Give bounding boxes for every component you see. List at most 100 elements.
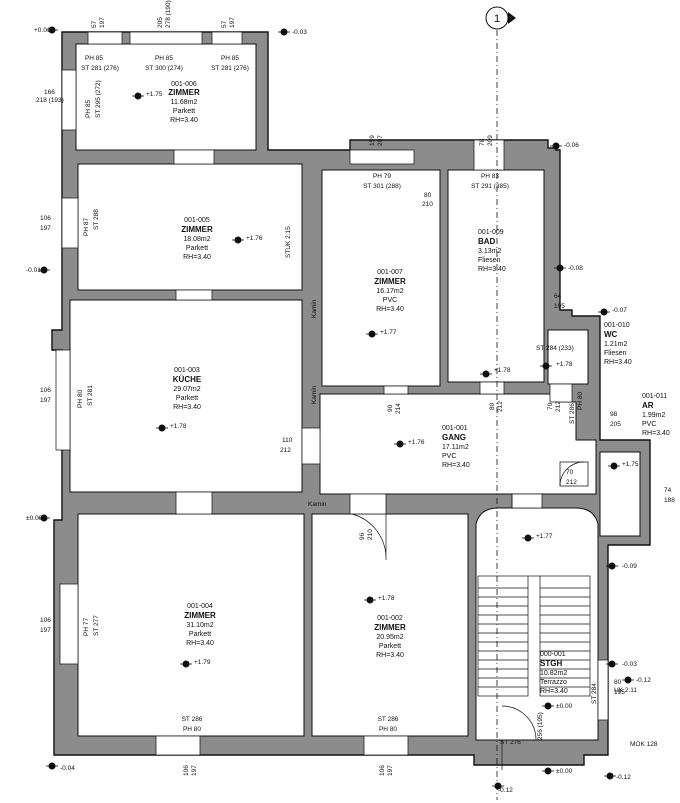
svg-text:106: 106: [379, 765, 386, 776]
svg-text:STUK 2.15: STUK 2.15: [285, 226, 292, 258]
svg-text:WC: WC: [604, 330, 618, 339]
svg-text:001-010: 001-010: [604, 322, 630, 329]
svg-text:166: 166: [44, 89, 55, 96]
svg-text:70: 70: [547, 402, 554, 410]
label-zimmer-007: 001-007 ZIMMER 16.17m2 PVC RH=3.40: [374, 269, 406, 313]
svg-text:RH=3.40: RH=3.40: [478, 266, 506, 273]
svg-text:70: 70: [566, 469, 574, 476]
room-labels: 001-006 ZIMMER 11.68m2 Parkett RH=3.40 0…: [168, 81, 670, 695]
svg-text:212: 212: [566, 479, 577, 486]
svg-text:Kamin: Kamin: [311, 299, 318, 318]
label-wc: 001-010 WC 1.21m2 Fliesen RH=3.40: [604, 322, 632, 366]
svg-text:+1.78: +1.78: [378, 595, 395, 602]
svg-text:UK 2.11: UK 2.11: [614, 687, 637, 694]
svg-text:106: 106: [183, 765, 190, 776]
svg-text:GANG: GANG: [442, 433, 466, 442]
svg-text:-0.09: -0.09: [622, 563, 637, 570]
dimension-labels: 57 197 205 278 (190) 57 197 166 218 (193…: [36, 0, 675, 776]
svg-text:ST 286: ST 286: [378, 716, 399, 723]
svg-text:90: 90: [387, 404, 394, 412]
svg-text:PVC: PVC: [383, 297, 397, 304]
svg-text:001-007: 001-007: [377, 269, 403, 276]
windows: [55, 31, 609, 756]
level-marker-icon: [598, 308, 610, 316]
svg-text:RH=3.40: RH=3.40: [540, 688, 568, 695]
room-bad: [447, 169, 545, 383]
svg-text:197: 197: [191, 765, 198, 776]
svg-text:98: 98: [610, 411, 618, 418]
svg-text:ST 281: ST 281: [87, 385, 94, 406]
label-gang: 001-001 GANG 17.11m2 PVC RH=3.40: [442, 425, 470, 469]
svg-text:11.68m2: 11.68m2: [171, 99, 198, 106]
level-marker-icon: [364, 596, 376, 604]
window-labels: PH 85 ST 281 (276) PH 85 ST 300 (274) PH…: [77, 55, 598, 746]
room-ar: [599, 451, 641, 537]
svg-text:Parkett: Parkett: [173, 108, 195, 115]
svg-text:Kamin: Kamin: [308, 501, 327, 508]
svg-text:205: 205: [610, 421, 621, 428]
svg-text:-0.01: -0.01: [26, 267, 41, 274]
label-bad: 001-009 BAD 3.13m2 Fliesen RH=3.40: [478, 229, 506, 273]
svg-text:+0.01: +0.01: [34, 27, 51, 34]
svg-text:+1.77: +1.77: [380, 329, 397, 336]
level-marker-icon: [180, 660, 192, 668]
svg-text:197: 197: [40, 627, 51, 634]
svg-text:RH=3.40: RH=3.40: [186, 640, 214, 647]
svg-text:106: 106: [40, 387, 51, 394]
label-ar: 001-011 AR 1.99m2 PVC RH=3.40: [642, 393, 670, 437]
svg-text:212: 212: [497, 401, 504, 412]
svg-text:RH=3.40: RH=3.40: [376, 306, 404, 313]
svg-text:PH 85: PH 85: [85, 55, 103, 62]
svg-text:195: 195: [554, 303, 565, 310]
svg-text:197: 197: [229, 17, 236, 28]
svg-text:RH=3.40: RH=3.40: [376, 652, 404, 659]
svg-text:20.95m2: 20.95m2: [376, 634, 403, 641]
room-zimmer-007: [321, 169, 441, 387]
svg-text:001-002: 001-002: [377, 615, 403, 622]
room-levels: +1.75 +1.76 +1.78 +1.79 +1.77 +1.78 +1.7…: [146, 91, 639, 666]
svg-text:PH 83: PH 83: [481, 173, 499, 180]
svg-text:001-011: 001-011: [642, 393, 667, 400]
svg-text:197: 197: [99, 17, 106, 28]
svg-text:212: 212: [555, 401, 562, 412]
svg-text:RH=3.40: RH=3.40: [183, 254, 211, 261]
svg-text:+1.75: +1.75: [622, 461, 639, 468]
svg-text:PVC: PVC: [442, 453, 456, 460]
svg-text:+1.75: +1.75: [146, 91, 163, 98]
svg-text:ST 284: ST 284: [591, 683, 598, 704]
exterior-levels: +0.01 -0.03 -0.06 -0.08 -0.07 -0.01 ±0.0…: [26, 27, 651, 794]
svg-text:210: 210: [367, 529, 374, 540]
svg-text:197: 197: [387, 765, 394, 776]
svg-text:96: 96: [359, 532, 366, 540]
svg-text:210: 210: [422, 201, 433, 208]
level-marker-icon: [46, 26, 58, 34]
svg-text:RH=3.40: RH=3.40: [642, 430, 670, 437]
svg-text:ST 281 (276): ST 281 (276): [211, 65, 249, 72]
svg-text:80: 80: [489, 402, 496, 410]
svg-text:256 (195): 256 (195): [537, 712, 544, 740]
svg-text:MOK 128: MOK 128: [630, 741, 658, 748]
svg-text:±0.00: ±0.00: [556, 703, 573, 710]
svg-text:ST 276: ST 276: [500, 739, 521, 746]
svg-text:RH=3.40: RH=3.40: [442, 462, 470, 469]
svg-text:195: 195: [614, 689, 625, 696]
svg-text:001-001: 001-001: [442, 425, 468, 432]
svg-text:±0.00: ±0.00: [26, 515, 43, 522]
level-marker-icon: [608, 462, 620, 470]
svg-text:80: 80: [614, 679, 622, 686]
svg-text:KÜCHE: KÜCHE: [173, 375, 202, 384]
svg-text:1.21m2: 1.21m2: [604, 341, 627, 348]
svg-text:205: 205: [157, 17, 164, 28]
axis-label: 1: [494, 13, 500, 25]
svg-text:74: 74: [664, 487, 672, 494]
svg-text:197: 197: [40, 397, 51, 404]
room-zimmer-002: [311, 513, 469, 737]
level-marker-icon: [604, 772, 616, 780]
svg-text:Parkett: Parkett: [379, 643, 401, 650]
svg-text:ZIMMER: ZIMMER: [374, 277, 406, 286]
svg-text:ST 295 (272): ST 295 (272): [95, 80, 102, 118]
svg-text:1.99m2: 1.99m2: [642, 412, 665, 419]
svg-text:+1.77: +1.77: [536, 533, 553, 540]
level-marker-icon: [522, 534, 534, 542]
svg-text:29.07m2: 29.07m2: [173, 386, 200, 393]
